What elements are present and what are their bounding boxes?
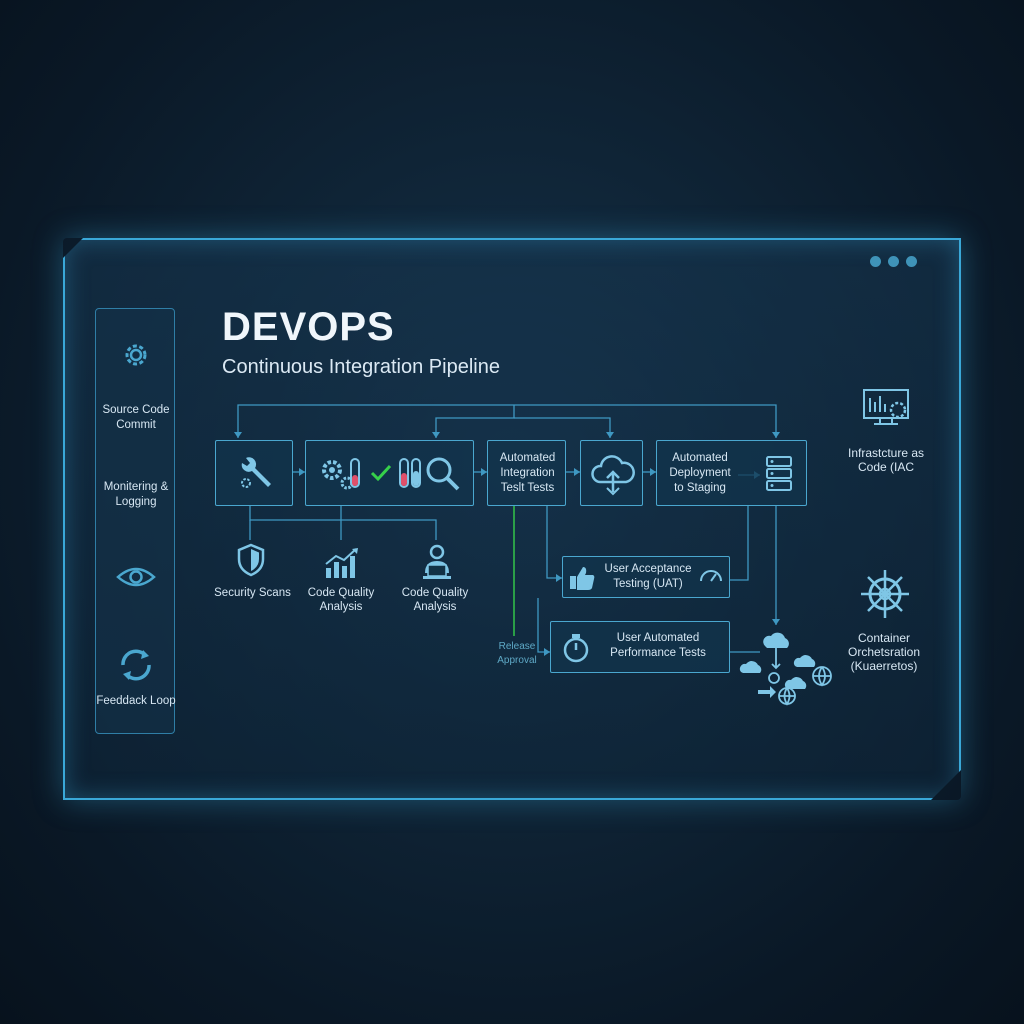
user-laptop-icon [423, 544, 451, 579]
code-quality-label-1: Code Quality Analysis [307, 587, 375, 613]
cloud-upload-icon [591, 455, 635, 496]
window-controls [870, 256, 917, 267]
window-dot[interactable] [906, 256, 917, 267]
wrench-icon [241, 457, 271, 488]
code-quality-label-2: Code Quality Analysis [401, 587, 469, 613]
stopwatch-icon [563, 634, 589, 663]
sidebar-item-source-commit[interactable]: Source Code Commit [102, 404, 170, 431]
window-dot[interactable] [870, 256, 881, 267]
deployment-box[interactable]: Automated Deployment to Staging [656, 440, 807, 506]
page-subtitle: Continuous Integration Pipeline [222, 356, 500, 378]
sidebar-item-monitoring[interactable]: Monitering & Logging [103, 481, 169, 508]
iac-label: Infrastcture as Code (IAC [847, 446, 925, 474]
cloud-network-icon [739, 632, 832, 706]
gauge-icon [700, 570, 722, 582]
uat-label: User Acceptance Testing (UAT) [604, 563, 692, 590]
uat-box[interactable]: User Acceptance Testing (UAT) [562, 556, 730, 598]
check-icon [370, 464, 392, 482]
shield-icon [237, 543, 265, 577]
refresh-icon[interactable] [115, 644, 157, 686]
performance-tests-label: User Automated Performance Tests [610, 632, 706, 659]
container-orchestration-label: Container Orchetsration (Kuaerretos) [847, 631, 921, 673]
deployment-label: Automated Deployment to Staging [669, 452, 731, 494]
release-approval-label: Release Approval [497, 641, 537, 666]
integration-tests-box[interactable]: Automated Integration Teslt Tests [487, 440, 566, 506]
security-scans-label: Security Scans [214, 587, 291, 599]
test-stage-box[interactable] [305, 440, 474, 506]
sidebar-item-feedback[interactable]: Feeddack Loop [96, 695, 176, 707]
gear-icon[interactable] [120, 339, 152, 371]
test-tubes-icon [399, 458, 421, 488]
test-tube-icon [350, 458, 360, 488]
server-icon [766, 456, 792, 491]
window-dot[interactable] [888, 256, 899, 267]
thumbs-up-icon [570, 567, 595, 590]
magnifier-icon [426, 457, 460, 491]
sidebar: Source Code Commit Monitering & Logging … [95, 308, 176, 734]
integration-tests-label: Automated Integration Teslt Tests [499, 452, 556, 494]
ship-wheel-icon [861, 570, 909, 618]
cloud-upload-box[interactable] [580, 440, 643, 506]
build-stage-box[interactable] [215, 440, 293, 506]
page-title: DEVOPS [222, 305, 395, 349]
iac-document-icon [863, 389, 909, 425]
bar-chart-icon [325, 548, 358, 578]
eye-icon[interactable] [116, 564, 156, 590]
performance-tests-box[interactable]: User Automated Performance Tests [550, 621, 730, 673]
main-panel [63, 238, 961, 800]
